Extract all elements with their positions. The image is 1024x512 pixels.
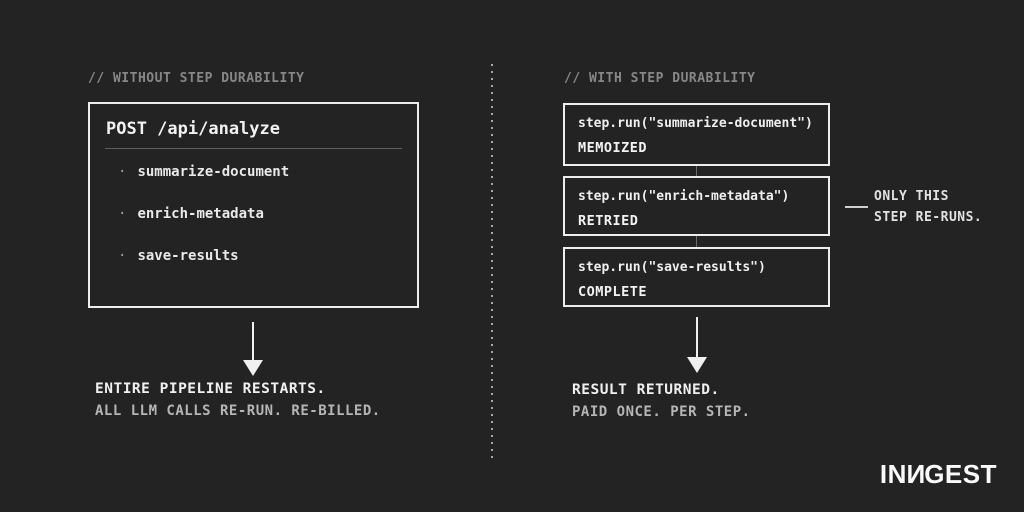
request-box-title: POST /api/analyze <box>106 119 280 139</box>
step-box-enrich-metadata: step.run("enrich-metadata") RETRIED <box>563 176 830 236</box>
down-arrow-head-icon <box>687 357 707 373</box>
annotation-line1: ONLY THIS <box>874 189 949 204</box>
request-box-divider <box>105 148 402 149</box>
step-code: step.run("summarize-document") <box>578 116 813 131</box>
step-status: COMPLETE <box>578 284 648 300</box>
list-item-label: enrich-metadata <box>137 206 264 222</box>
list-item: · enrich-metadata <box>118 206 289 222</box>
down-arrow-head-icon <box>243 360 263 376</box>
connector-line <box>696 236 697 247</box>
list-item: · summarize-document <box>118 164 289 180</box>
step-status: MEMOIZED <box>578 140 648 156</box>
down-arrow-icon <box>252 322 254 360</box>
left-caption-line2: ALL LLM CALLS RE-RUN. RE-BILLED. <box>95 403 381 419</box>
connector-line <box>696 166 697 176</box>
annotation-pointer-line <box>845 206 868 208</box>
list-item-label: save-results <box>137 248 239 264</box>
list-item: · save-results <box>118 248 289 264</box>
list-item-label: summarize-document <box>137 164 290 180</box>
step-code: step.run("save-results") <box>578 260 766 275</box>
logo-part2-mirrored-n: N <box>905 459 926 489</box>
left-section-header: // WITHOUT STEP DURABILITY <box>88 71 305 86</box>
request-box: POST /api/analyze · summarize-document · e… <box>88 102 419 308</box>
step-box-save-results: step.run("save-results") COMPLETE <box>563 247 830 307</box>
dotted-divider <box>491 64 493 462</box>
right-caption-line2: PAID ONCE. PER STEP. <box>572 404 751 420</box>
annotation-line2: STEP RE-RUNS. <box>874 210 983 225</box>
step-box-summarize-document: step.run("summarize-document") MEMOIZED <box>563 103 830 166</box>
right-caption-line1: RESULT RETURNED. <box>572 382 720 398</box>
bullet-icon: · <box>118 248 127 264</box>
request-step-list: · summarize-document · enrich-metadata · sa… <box>118 164 289 290</box>
step-status: RETRIED <box>578 213 639 229</box>
left-caption-line1: ENTIRE PIPELINE RESTARTS. <box>95 381 326 397</box>
bullet-icon: · <box>118 164 127 180</box>
down-arrow-icon <box>696 317 698 357</box>
right-section-header: // WITH STEP DURABILITY <box>564 71 756 86</box>
logo-part1: IN <box>879 459 907 489</box>
step-code: step.run("enrich-metadata") <box>578 189 790 204</box>
bullet-icon: · <box>118 206 127 222</box>
logo-part3: GEST <box>924 459 997 489</box>
